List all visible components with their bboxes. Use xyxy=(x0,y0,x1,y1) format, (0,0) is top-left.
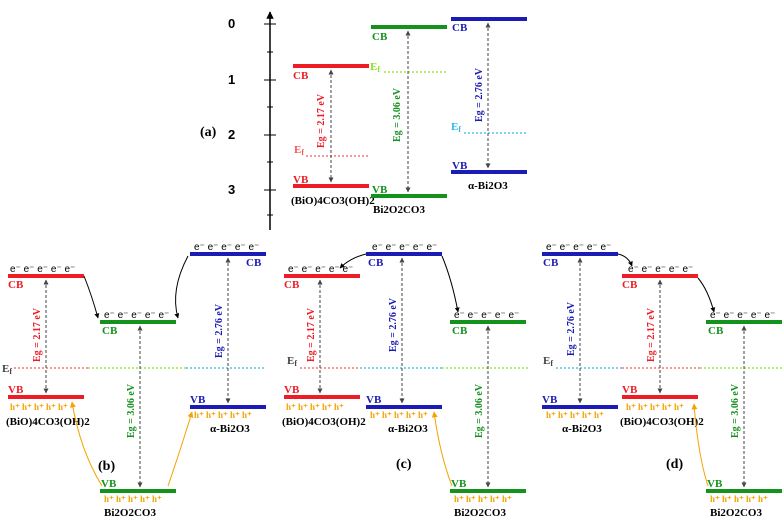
b-bioco3oh-gap-label: Eg = 2.17 eV xyxy=(32,307,43,362)
bi2o3-gap-label: Eg = 2.76 eV xyxy=(474,67,485,122)
panel-c: Ef e⁻ e⁻ e⁻ e⁻ e⁻ CB VB h⁺ h⁺ h⁺ h⁺ h⁺ E… xyxy=(282,242,530,519)
panel-d: Ef e⁻ e⁻ e⁻ e⁻ e⁻ CB VB h⁺ h⁺ h⁺ h⁺ h⁺ E… xyxy=(542,242,782,519)
c-bioco3oh-name: (BiO)4CO3(OH)2 xyxy=(282,416,366,428)
d-bi2o3-electrons: e⁻ e⁻ e⁻ e⁻ e⁻ xyxy=(546,242,611,253)
d-bi2o2co3-holes: h⁺ h⁺ h⁺ h⁺ h⁺ xyxy=(710,494,768,504)
b-bi2o2co3-electrons: e⁻ e⁻ e⁻ e⁻ e⁻ xyxy=(104,310,169,321)
b-bi2o2co3-gap-label: Eg = 3.06 eV xyxy=(126,383,137,438)
bioco3oh-vb-label: VB xyxy=(293,174,309,186)
d-bioco3oh-vb-label: VB xyxy=(622,384,638,396)
b-bioco3oh-cb-label: CB xyxy=(8,279,24,291)
d-bioco3oh-name: (BiO)4CO3(OH)2 xyxy=(620,416,704,428)
b-bi2o2co3-name: Bi2O2CO3 xyxy=(104,507,156,519)
bi2o2co3-vb-label: VB xyxy=(372,184,388,196)
d-bioco3oh-gap-label: Eg = 2.17 eV xyxy=(646,307,657,362)
bioco3oh-gap-label: Eg = 2.17 eV xyxy=(316,93,327,148)
bi2o3-name: α-Bi2O3 xyxy=(468,180,508,192)
b-hole-transfer-blue xyxy=(167,411,194,487)
b-bioco3oh-holes: h⁺ h⁺ h⁺ h⁺ h⁺ xyxy=(10,402,68,412)
bi2o3-ef-label: Ef xyxy=(451,121,461,134)
c-bi2o3-holes: h⁺ h⁺ h⁺ h⁺ h⁺ xyxy=(370,410,428,420)
bi2o2co3-name: Bi2O2CO3 xyxy=(373,204,425,216)
bi2o3-vb-label: VB xyxy=(452,160,468,172)
b-bi2o3-vb-label: VB xyxy=(190,394,206,406)
tick-2: 2 xyxy=(228,127,235,142)
c-ef-label: Ef xyxy=(287,355,297,368)
b-bi2o3-holes: h⁺ h⁺ h⁺ h⁺ h⁺ xyxy=(194,410,252,420)
c-electron-transfer-to-red xyxy=(339,253,367,269)
bi2o2co3-gap-label: Eg = 3.06 eV xyxy=(392,87,403,142)
panel-a-label: (a) xyxy=(200,125,217,140)
c-bi2o3-electrons: e⁻ e⁻ e⁻ e⁻ e⁻ xyxy=(372,242,437,253)
panel-a: (a) 0 1 2 3 CB VB Ef Eg = 2.17 eV (BiO)4… xyxy=(200,11,527,230)
bi2o3-cb-label: CB xyxy=(452,22,468,34)
c-hole-transfer xyxy=(431,411,453,487)
b-electron-transfer-red xyxy=(83,275,100,319)
d-bi2o2co3-gap-label: Eg = 3.06 eV xyxy=(730,383,741,438)
d-bi2o2co3-name: Bi2O2CO3 xyxy=(710,507,762,519)
bioco3oh-cb-label: CB xyxy=(293,70,309,82)
d-bi2o2co3-electrons: e⁻ e⁻ e⁻ e⁻ e⁻ xyxy=(710,310,775,321)
panel-c-label: (c) xyxy=(396,457,412,472)
d-bi2o3-holes: h⁺ h⁺ h⁺ h⁺ h⁺ xyxy=(546,410,604,420)
b-ef-label: Ef xyxy=(2,363,12,376)
bioco3oh-ef-label: Ef xyxy=(294,144,304,157)
b-bi2o2co3-vb-label: VB xyxy=(101,478,117,490)
d-hole-transfer xyxy=(691,403,709,487)
axis-ticks xyxy=(264,23,276,216)
bi2o2co3-ef-label: Ef xyxy=(370,61,380,74)
b-bi2o3-cb-label: CB xyxy=(246,257,262,269)
c-bi2o2co3-electrons: e⁻ e⁻ e⁻ e⁻ e⁻ xyxy=(454,310,519,321)
c-bi2o3-name: α-Bi2O3 xyxy=(388,423,428,435)
c-bioco3oh-holes: h⁺ h⁺ h⁺ h⁺ h⁺ xyxy=(286,402,344,412)
b-bi2o3-electrons: e⁻ e⁻ e⁻ e⁻ e⁻ xyxy=(194,242,259,253)
d-bi2o3-vb-label: VB xyxy=(542,394,558,406)
d-bioco3oh-cb-label: CB xyxy=(622,279,638,291)
d-bioco3oh-holes: h⁺ h⁺ h⁺ h⁺ h⁺ xyxy=(626,402,684,412)
d-bi2o3-cb-label: CB xyxy=(543,257,559,269)
c-bioco3oh-electrons: e⁻ e⁻ e⁻ e⁻ e⁻ xyxy=(288,264,353,275)
b-bi2o2co3-holes: h⁺ h⁺ h⁺ h⁺ h⁺ xyxy=(104,494,162,504)
b-bioco3oh-electrons: e⁻ e⁻ e⁻ e⁻ e⁻ xyxy=(10,264,75,275)
panel-d-label: (d) xyxy=(666,457,683,472)
d-bi2o3-name: α-Bi2O3 xyxy=(562,423,602,435)
d-bi2o3-gap-label: Eg = 2.76 eV xyxy=(566,301,577,356)
d-electron-transfer-to-red xyxy=(617,253,633,267)
c-bi2o2co3-gap-label: Eg = 3.06 eV xyxy=(474,383,485,438)
b-bioco3oh-name: (BiO)4CO3(OH)2 xyxy=(6,416,90,428)
c-bi2o2co3-cb-label: CB xyxy=(452,325,468,337)
c-bioco3oh-vb-label: VB xyxy=(284,384,300,396)
d-ef-label: Ef xyxy=(543,355,553,368)
panel-b: Ef e⁻ e⁻ e⁻ e⁻ e⁻ CB VB h⁺ h⁺ h⁺ h⁺ h⁺ E… xyxy=(2,242,266,519)
c-bioco3oh-cb-label: CB xyxy=(284,279,300,291)
b-bi2o2co3-cb-label: CB xyxy=(102,325,118,337)
b-bi2o3-gap-label: Eg = 2.76 eV xyxy=(214,303,225,358)
c-bi2o3-cb-label: CB xyxy=(368,257,384,269)
b-electron-transfer-blue xyxy=(174,255,189,319)
b-hole-transfer-red xyxy=(69,401,103,487)
c-bi2o3-gap-label: Eg = 2.76 eV xyxy=(388,297,399,352)
d-bi2o2co3-vb-label: VB xyxy=(707,478,723,490)
c-bi2o3-vb-label: VB xyxy=(366,394,382,406)
c-bi2o2co3-vb-label: VB xyxy=(451,478,467,490)
c-electron-transfer-to-green xyxy=(441,255,460,313)
d-bioco3oh-electrons: e⁻ e⁻ e⁻ e⁻ e⁻ xyxy=(628,264,693,275)
d-electron-transfer-to-green xyxy=(697,277,716,313)
c-bi2o2co3-holes: h⁺ h⁺ h⁺ h⁺ h⁺ xyxy=(454,494,512,504)
bioco3oh-name: (BiO)4CO3(OH)2 xyxy=(291,195,375,207)
tick-3: 3 xyxy=(228,182,235,197)
c-bi2o2co3-name: Bi2O2CO3 xyxy=(454,507,506,519)
tick-1: 1 xyxy=(228,72,235,87)
b-bioco3oh-vb-label: VB xyxy=(8,384,24,396)
c-bioco3oh-gap-label: Eg = 2.17 eV xyxy=(306,307,317,362)
tick-0: 0 xyxy=(228,16,235,31)
d-bi2o2co3-cb-label: CB xyxy=(708,325,724,337)
b-bi2o3-name: α-Bi2O3 xyxy=(210,423,250,435)
bi2o2co3-cb-label: CB xyxy=(372,31,388,43)
panel-b-label: (b) xyxy=(98,459,115,474)
